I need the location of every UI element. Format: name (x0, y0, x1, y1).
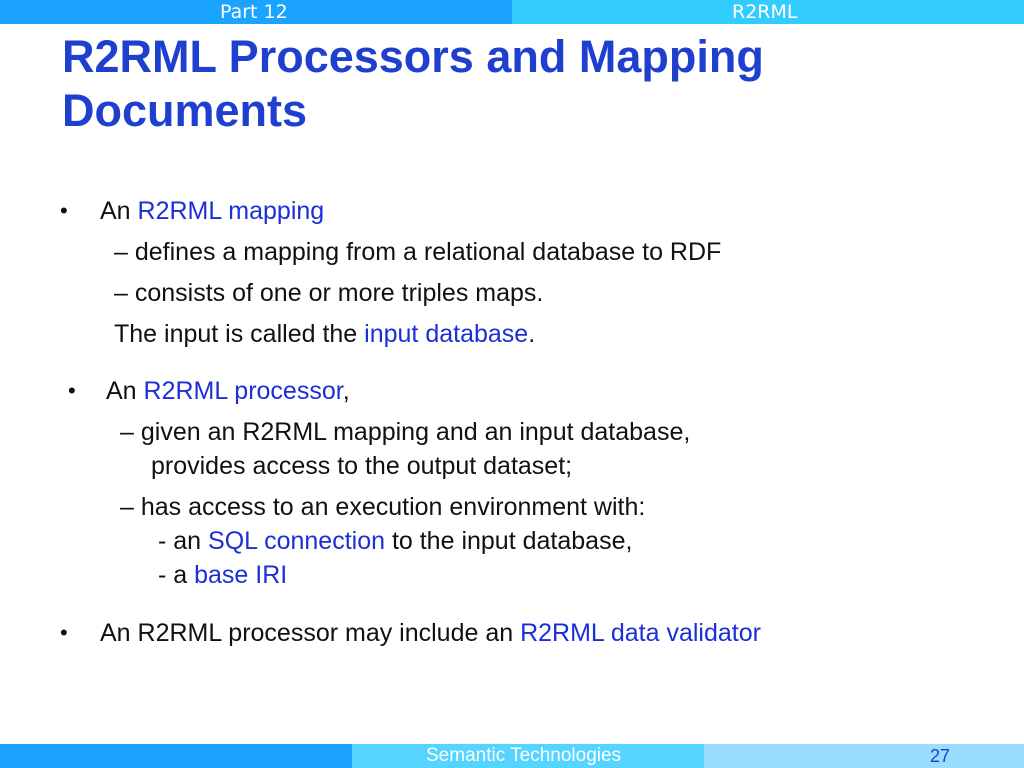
dash-marker: – (120, 418, 134, 446)
term-r2rml-processor: R2RML processor (143, 377, 343, 405)
footer-middle-section: Semantic Technologies (352, 744, 704, 768)
dash-marker: – (114, 279, 128, 307)
slide-title: R2RML Processors and Mapping Documents (62, 30, 962, 138)
title-line-1: R2RML Processors and Mapping (62, 31, 764, 82)
header-bar: Part 12 R2RML (0, 0, 1024, 24)
bullet-1-input-line: The input is called the input database. (114, 320, 536, 348)
bullet-2-sub-1-cont: provides access to the output dataset; (151, 452, 573, 480)
footer-bar: Semantic Technologies 27 (0, 744, 1024, 768)
term-sql-connection: SQL connection (208, 527, 385, 555)
dash-marker: – (120, 493, 134, 521)
header-topic-label: R2RML (732, 1, 798, 23)
header-part-label: Part 12 (220, 1, 288, 23)
header-right-section: R2RML (512, 0, 1024, 24)
env-item-base-iri: - a base IRI (158, 561, 288, 589)
bullet-2-sub-1: – given an R2RML mapping and an input da… (120, 418, 691, 446)
bullet-1-text: An R2RML mapping (100, 197, 325, 225)
footer-course-label: Semantic Technologies (426, 745, 622, 766)
header-left-section: Part 12 (0, 0, 512, 24)
title-line-2: Documents (62, 85, 308, 136)
bullet-1-sub-1: – defines a mapping from a relational da… (114, 238, 722, 266)
env-item-sql: - an SQL connection to the input databas… (158, 527, 633, 555)
bullet-marker: • (60, 198, 68, 223)
dash-marker: – (114, 238, 128, 266)
bullet-2-sub-2: – has access to an execution environment… (120, 493, 646, 521)
term-r2rml-mapping: R2RML mapping (137, 197, 325, 225)
bullet-marker: • (68, 378, 76, 403)
footer-left-section (0, 744, 352, 768)
bullet-1-sub-2: – consists of one or more triples maps. (114, 279, 544, 307)
term-base-iri: base IRI (194, 561, 288, 589)
footer-right-section: 27 (704, 744, 1024, 768)
term-r2rml-data-validator: R2RML data validator (520, 619, 761, 647)
page-number: 27 (930, 746, 951, 766)
bullet-3-text: An R2RML processor may include an R2RML … (100, 619, 761, 647)
bullet-marker: • (60, 620, 68, 645)
term-input-database: input database (364, 320, 529, 348)
bullet-2-text: An R2RML processor, (106, 377, 350, 405)
